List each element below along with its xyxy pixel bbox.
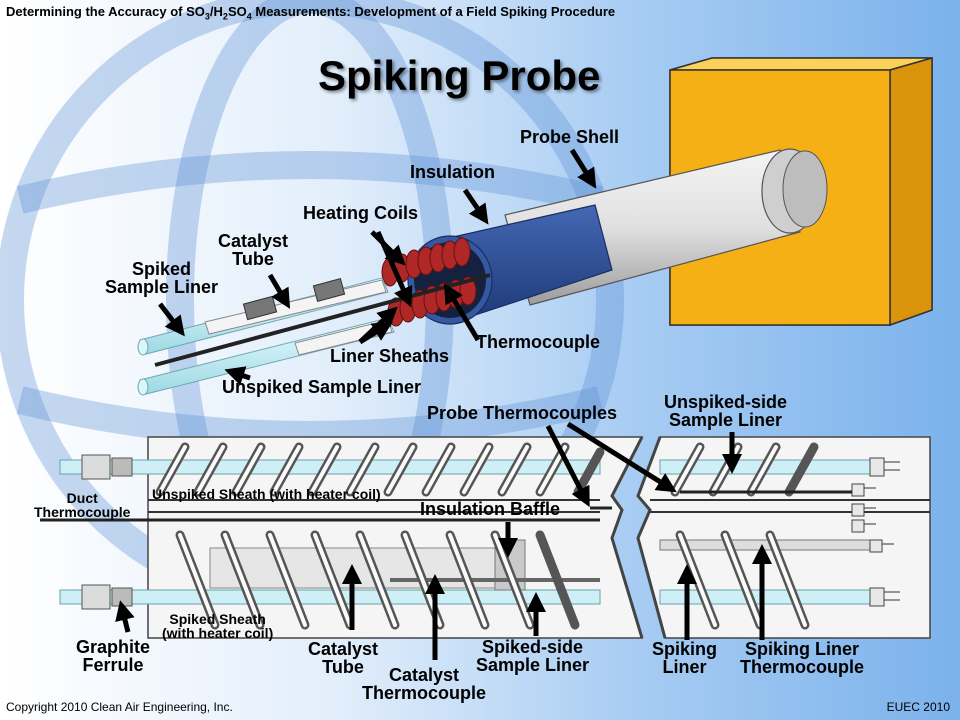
- bottom-arrows: [115, 421, 772, 660]
- top-arrows: [158, 148, 597, 386]
- slide-title: Spiking Probe: [318, 52, 601, 99]
- label-heating-coils: Heating Coils: [303, 203, 419, 223]
- label-insulation-baffle: Insulation Baffle: [420, 499, 561, 519]
- label-spiked-sheath: Spiked Sheath(with heater coil): [162, 611, 274, 641]
- label-unspiked-sample-liner: Unspiked Sample Liner: [222, 377, 422, 397]
- label-liner-sheaths: Liner Sheaths: [330, 346, 450, 366]
- sample-liners: [137, 273, 491, 396]
- label-probe-shell: Probe Shell: [520, 127, 620, 147]
- label-probe-thermocouples: Probe Thermocouples: [427, 403, 618, 423]
- cross-section: [40, 436, 931, 639]
- label-insulation: Insulation: [410, 162, 495, 182]
- header-title: Determining the Accuracy of SO3/H2SO4 Me…: [6, 4, 616, 22]
- footer-copyright: Copyright 2010 Clean Air Engineering, In…: [6, 700, 233, 714]
- label-thermocouple: Thermocouple: [476, 332, 601, 352]
- footer-event: EUEC 2010: [886, 700, 950, 714]
- label-unspiked-sheath: Unspiked Sheath (with heater coil): [152, 486, 381, 502]
